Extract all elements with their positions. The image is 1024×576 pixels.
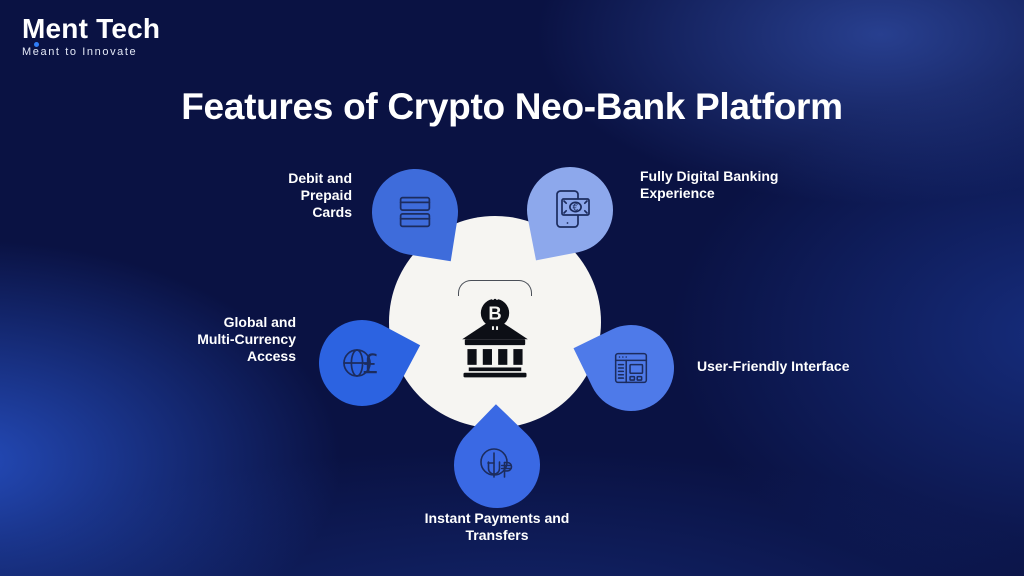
label-line: Prepaid	[300, 187, 352, 203]
label-line: Multi-Currency	[197, 331, 296, 347]
brand-dot-icon	[34, 42, 39, 47]
brand-name: Ment Tech	[22, 13, 161, 47]
feature-petal-debit-prepaid-cards	[365, 162, 465, 262]
brand-name-text: Ment Tech	[22, 13, 161, 44]
bitcoin-bank-icon: B	[462, 296, 528, 378]
feature-petal-fully-digital-banking: €	[519, 159, 621, 261]
label-line: Access	[246, 348, 296, 364]
svg-text:£: £	[362, 349, 379, 380]
label-line: Experience	[640, 185, 715, 201]
label-line: Transfers	[465, 527, 529, 543]
label-line: Global and	[223, 314, 296, 330]
feature-petal-global-multi-currency: £	[303, 304, 421, 422]
page-title: Features of Crypto Neo-Bank Platform	[181, 86, 843, 127]
browser-interface-icon	[614, 352, 648, 384]
feature-label-debit-prepaid-cards: Debit and Prepaid Cards	[228, 170, 352, 221]
label-line: Debit and	[288, 170, 352, 186]
feature-petal-user-friendly-interface	[573, 310, 689, 426]
instant-transfer-icon	[480, 448, 513, 478]
mobile-banking-euro-icon: €	[556, 190, 590, 228]
bitcoin-symbol: B	[488, 302, 501, 323]
label-line: Fully Digital Banking	[640, 168, 779, 184]
feature-label-fully-digital-banking: Fully Digital Banking Experience	[640, 168, 810, 202]
brand-logo: Ment Tech Meant to Innovate	[22, 13, 160, 58]
feature-label-global-multi-currency: Global and Multi-Currency Access	[178, 314, 296, 365]
feature-label-instant-payments: Instant Payments and Transfers	[395, 510, 599, 544]
label-line: Cards	[312, 204, 352, 220]
label-line: User-Friendly Interface	[697, 358, 850, 374]
globe-pound-icon: £	[343, 349, 379, 380]
feature-petal-instant-payments	[436, 404, 558, 526]
brand-tagline: Meant to Innovate	[22, 46, 138, 58]
label-line: Instant Payments and	[424, 510, 570, 526]
svg-text:€: €	[572, 202, 578, 213]
feature-label-user-friendly-interface: User-Friendly Interface	[697, 358, 877, 375]
bank-cards-icon	[399, 196, 431, 228]
